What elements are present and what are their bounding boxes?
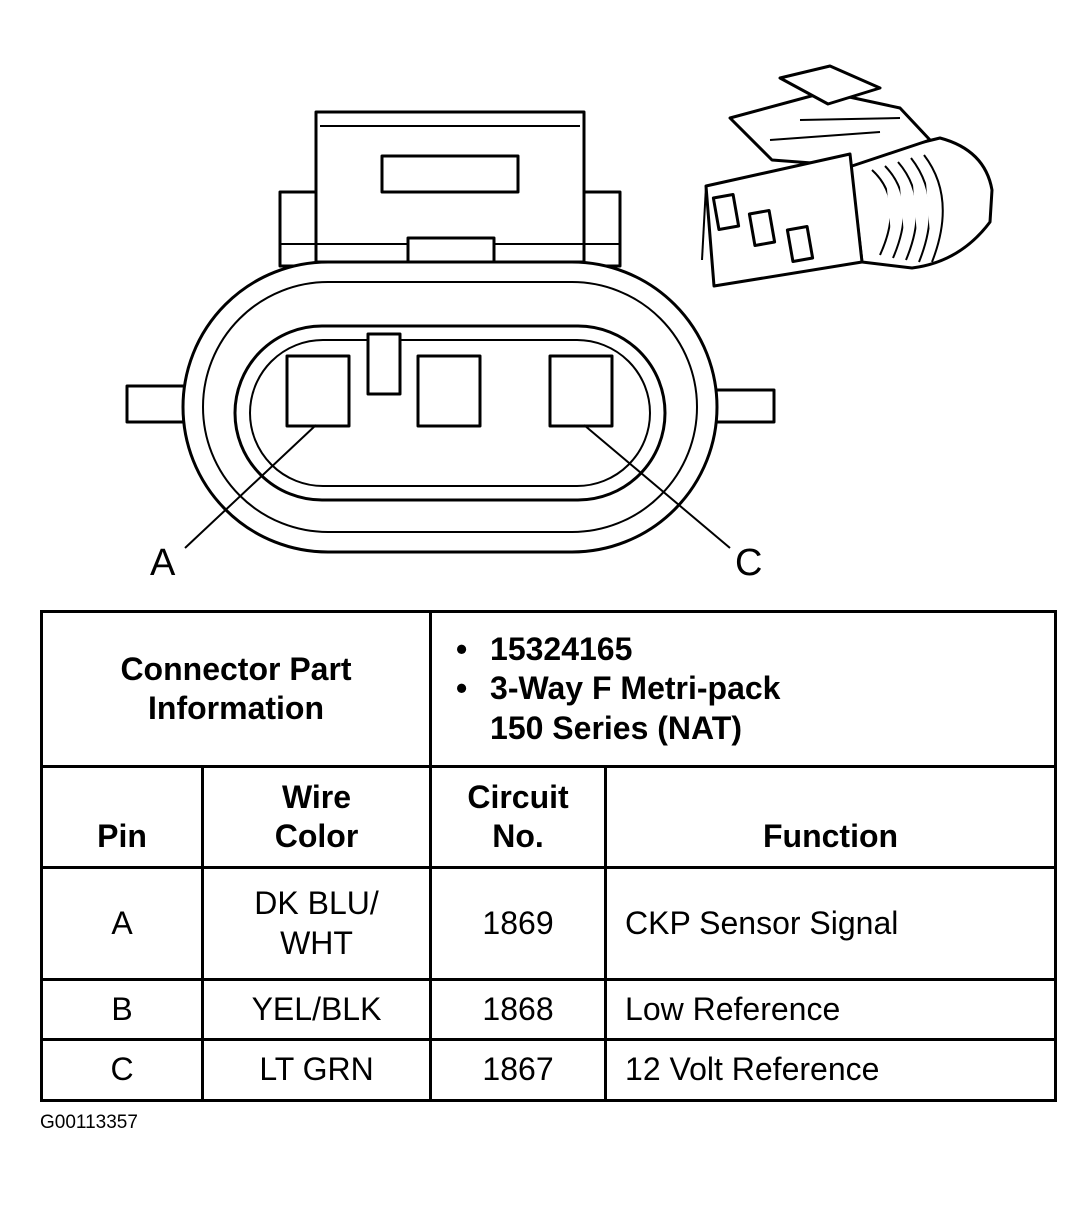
pin-cavity-b xyxy=(416,354,482,428)
connector-3d-view xyxy=(701,64,994,288)
figure-id: G00113357 xyxy=(40,1112,138,1133)
connector-info-table: Connector Part Information 15324165 3-Wa… xyxy=(39,610,1058,1102)
col-header-wire-color: Wire Color xyxy=(200,765,433,869)
table-row: B YEL/BLK 1868 Low Reference xyxy=(40,978,1058,1041)
wire-color-cell: YEL/BLK xyxy=(200,978,433,1041)
pin-label-c: C xyxy=(735,542,763,584)
part-info-item: 15324165 xyxy=(456,630,1054,669)
pin-cell: A xyxy=(40,866,204,981)
function-cell: 12 Volt Reference xyxy=(604,1038,1058,1102)
pin-cavity-c xyxy=(548,354,614,428)
table-row: A DK BLU/ WHT 1869 CKP Sensor Signal xyxy=(40,866,1058,981)
col-header-pin: Pin xyxy=(40,765,204,869)
wire-color-cell: LT GRN xyxy=(200,1038,433,1102)
leader-line-c xyxy=(583,424,731,549)
col-header-function: Function xyxy=(604,765,1058,869)
pin-label-a: A xyxy=(150,542,176,584)
function-cell: Low Reference xyxy=(604,978,1058,1041)
leader-line-a xyxy=(184,424,317,549)
col-header-circuit: Circuit No. xyxy=(429,765,608,869)
connector-part-info-header: Connector Part Information xyxy=(39,610,433,768)
wire-color-cell: DK BLU/ WHT xyxy=(200,866,433,981)
table-row: C LT GRN 1867 12 Volt Reference xyxy=(40,1038,1058,1102)
function-cell: CKP Sensor Signal xyxy=(604,866,1058,981)
connector-part-row: Connector Part Information 15324165 3-Wa… xyxy=(39,610,1058,768)
connector-diagram xyxy=(125,64,994,554)
pin-cell: C xyxy=(40,1038,204,1102)
connector-part-info-label: Connector Part Information xyxy=(120,650,352,726)
circuit-cell: 1869 xyxy=(429,866,608,981)
circuit-cell: 1867 xyxy=(429,1038,608,1102)
column-header-row: Pin Wire Color Circuit No. Function xyxy=(40,765,1058,869)
circuit-cell: 1868 xyxy=(429,978,608,1041)
connector-face-view xyxy=(125,110,776,554)
part-info-list: 15324165 3-Way F Metri-pack 150 Series (… xyxy=(456,630,1054,747)
pin-cavity-a xyxy=(285,354,351,428)
connector-part-info-cell: 15324165 3-Way F Metri-pack 150 Series (… xyxy=(429,610,1058,768)
part-info-item: 3-Way F Metri-pack 150 Series (NAT) xyxy=(456,669,1054,747)
pin-cell: B xyxy=(40,978,204,1041)
